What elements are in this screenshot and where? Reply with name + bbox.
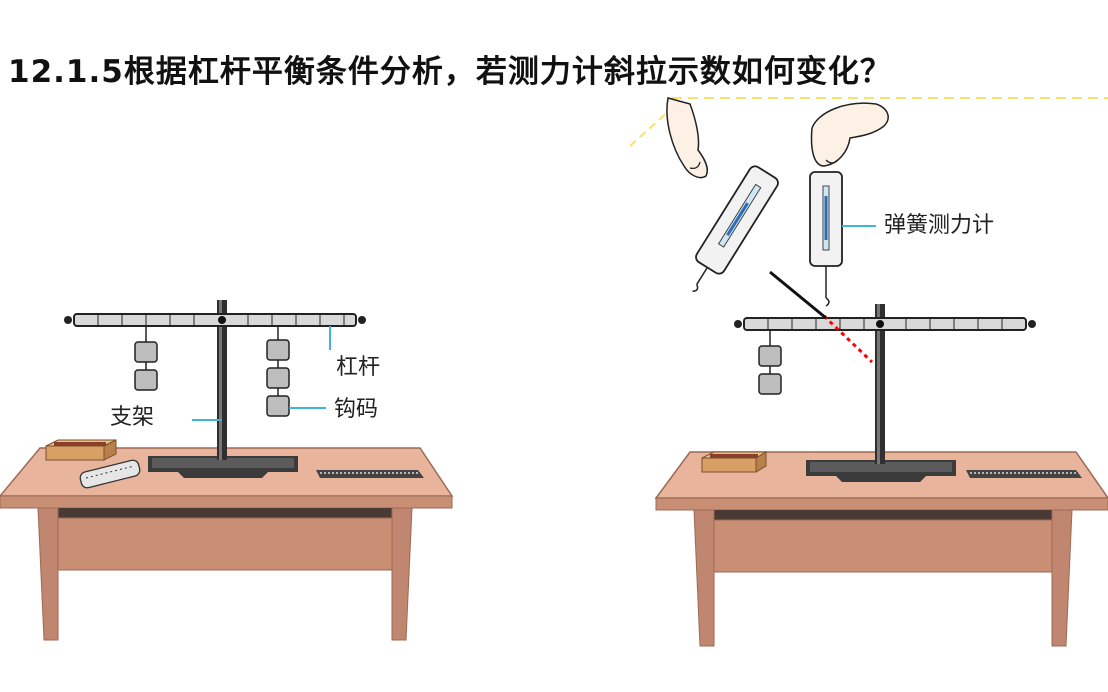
hint-line-diagonal xyxy=(629,111,669,147)
right-hook-weights xyxy=(758,330,782,395)
left-hook-weights-left xyxy=(134,326,158,391)
hand-holding-vertical-scale xyxy=(810,102,889,167)
left-weight-box xyxy=(45,439,117,461)
right-setup: 弹簧测力计 xyxy=(629,97,1108,647)
force-arm-dashed-line xyxy=(822,314,874,364)
label-lever: 杠杆 xyxy=(336,355,380,380)
label-spring-scale: 弹簧测力计 xyxy=(884,213,994,238)
label-weights: 钩码 xyxy=(334,397,378,422)
right-lever-bar xyxy=(734,317,1036,331)
right-weight-box xyxy=(701,451,768,473)
right-table xyxy=(654,451,1108,647)
left-hook-weights-right xyxy=(266,326,290,417)
left-stand-base xyxy=(148,456,298,478)
left-lever-bar xyxy=(64,313,366,327)
vertical-spring-scale xyxy=(809,171,843,307)
right-ruler xyxy=(966,470,1082,478)
right-stand-base xyxy=(806,460,956,482)
hand-holding-slanted-scale xyxy=(666,97,709,179)
slanted-pull-line xyxy=(769,270,827,320)
left-setup: 杠杆 支架 钩码 xyxy=(0,300,454,641)
slanted-spring-scale xyxy=(692,165,779,292)
left-spring-scale-on-table xyxy=(79,459,141,489)
label-stand: 支架 xyxy=(110,405,154,430)
question-title: 12.1.5根据杠杆平衡条件分析，若测力计斜拉示数如何变化？ xyxy=(8,54,892,90)
left-ruler xyxy=(316,470,424,478)
